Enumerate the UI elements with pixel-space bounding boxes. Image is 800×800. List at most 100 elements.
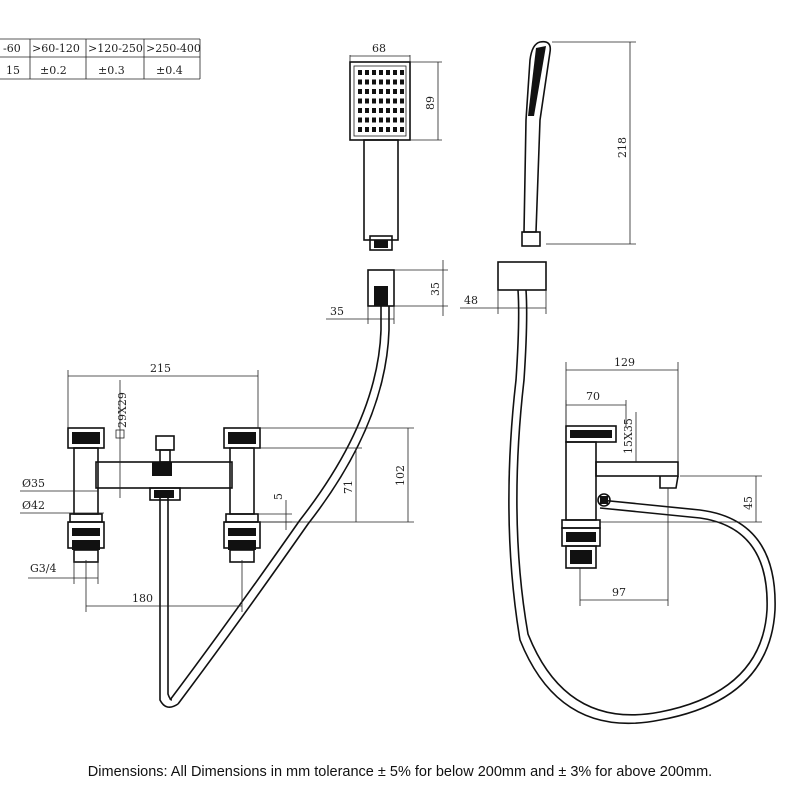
nozzle xyxy=(358,117,362,123)
dim-spout-height: 45 xyxy=(742,496,755,510)
nozzle xyxy=(393,89,397,94)
nozzle xyxy=(393,127,397,132)
nozzle xyxy=(386,127,390,132)
dim-shower-width: 68 xyxy=(372,42,386,55)
dim-base-diameter: Ø35 xyxy=(22,477,45,490)
total-height-dim: 102 xyxy=(260,427,414,523)
nozzle xyxy=(372,108,376,113)
holder-width-dim: 35 xyxy=(326,305,395,324)
nozzle xyxy=(400,89,404,94)
hand-shower-side xyxy=(497,40,552,291)
nozzle xyxy=(400,98,404,104)
outlet-size-dim: 29X29 xyxy=(115,380,129,498)
nozzle xyxy=(372,70,376,75)
nozzle xyxy=(379,108,383,113)
tol-cell-2: ±0.2 xyxy=(40,64,67,77)
tol-cell-3: ±0.3 xyxy=(98,64,125,77)
nozzle xyxy=(386,89,390,94)
shower-head-height-dim: 89 xyxy=(410,61,442,141)
nozzle xyxy=(372,79,376,85)
nozzle xyxy=(379,89,383,94)
nozzle xyxy=(365,89,369,94)
dim-body-length: 215 xyxy=(150,362,171,375)
dim-shower-head-height: 89 xyxy=(424,96,437,110)
nozzle xyxy=(393,98,397,104)
nozzle xyxy=(400,79,404,85)
nozzle xyxy=(379,117,383,123)
dim-holder-height: 35 xyxy=(429,282,442,296)
spout-size-dim: 15X35 xyxy=(622,412,637,462)
nozzle xyxy=(372,117,376,123)
dim-body-height: 71 xyxy=(342,480,355,494)
tol-cell-4: ±0.4 xyxy=(156,64,183,77)
range-cell-4: >250-400 xyxy=(146,42,201,55)
dimensions-caption: Dimensions: All Dimensions in mm toleran… xyxy=(87,764,713,780)
dim-centers: 180 xyxy=(132,592,153,605)
nozzle xyxy=(393,70,397,75)
nozzle xyxy=(365,70,369,75)
base-diameter-dim: Ø35 xyxy=(20,477,98,492)
nozzle xyxy=(379,98,383,104)
nozzle xyxy=(393,79,397,85)
nozzle xyxy=(372,89,376,94)
dim-handle-depth: 70 xyxy=(586,390,600,403)
nozzle xyxy=(400,127,404,132)
nozzle xyxy=(386,108,390,113)
nozzle xyxy=(365,127,369,132)
nozzle xyxy=(358,89,362,94)
nozzle xyxy=(365,79,369,85)
side-depth-dim: 129 xyxy=(565,356,679,462)
nozzle xyxy=(365,98,369,104)
shower-width-dim: 68 xyxy=(349,42,411,62)
centers-dim: 180 xyxy=(85,560,243,612)
nozzle xyxy=(386,70,390,75)
nozzle xyxy=(386,117,390,123)
holder-height-dim: 35 xyxy=(394,260,448,316)
tol-cell-1: 15 xyxy=(6,64,20,77)
nozzle xyxy=(393,108,397,113)
hose-front xyxy=(159,306,390,708)
dim-thread: G3/4 xyxy=(30,562,57,575)
holder-depth-dim: 48 xyxy=(460,290,547,314)
hand-shower-front xyxy=(349,61,411,307)
dim-shower-total-length: 218 xyxy=(616,137,629,158)
dim-total-height: 102 xyxy=(394,465,407,486)
nozzle xyxy=(393,117,397,123)
dim-holder-depth: 48 xyxy=(464,294,478,307)
hose-side xyxy=(508,289,776,725)
nozzle xyxy=(379,70,383,75)
shower-total-length-dim: 218 xyxy=(546,41,636,245)
body-height-dim: 71 xyxy=(232,447,362,523)
nozzle xyxy=(358,70,362,75)
nozzle xyxy=(365,108,369,113)
nozzle xyxy=(358,127,362,132)
nozzle xyxy=(386,98,390,104)
nozzle xyxy=(358,108,362,113)
nozzle xyxy=(400,108,404,113)
nozzle xyxy=(372,98,376,104)
dim-step: 5 xyxy=(272,493,285,500)
range-cell-3: >120-250 xyxy=(88,42,143,55)
thread-dim: G3/4 xyxy=(28,560,99,584)
mixer-front xyxy=(67,427,261,563)
dim-spout-size: 15X35 xyxy=(622,418,635,454)
range-cell-1: -60 xyxy=(3,42,21,55)
dim-holder-width: 35 xyxy=(330,305,344,318)
nozzle xyxy=(400,70,404,75)
nozzle xyxy=(358,79,362,85)
nozzle xyxy=(386,79,390,85)
spout-reach-dim: 97 xyxy=(579,488,669,606)
nozzle xyxy=(379,79,383,85)
dim-side-depth: 129 xyxy=(614,356,635,369)
dim-outlet-size: 29X29 xyxy=(116,392,129,428)
step-dim: 5 xyxy=(258,493,292,530)
nozzle xyxy=(400,117,404,123)
technical-drawing: -60 >60-120 >120-250 >250-400 15 ±0.2 ±0… xyxy=(0,38,776,725)
range-cell-2: >60-120 xyxy=(32,42,80,55)
nozzle xyxy=(372,127,376,132)
body-length-dim: 215 xyxy=(67,362,259,428)
dim-spout-reach: 97 xyxy=(612,586,626,599)
nozzle xyxy=(358,98,362,104)
dim-flange-diameter: Ø42 xyxy=(22,499,45,512)
flange-diameter-dim: Ø42 xyxy=(20,499,104,514)
